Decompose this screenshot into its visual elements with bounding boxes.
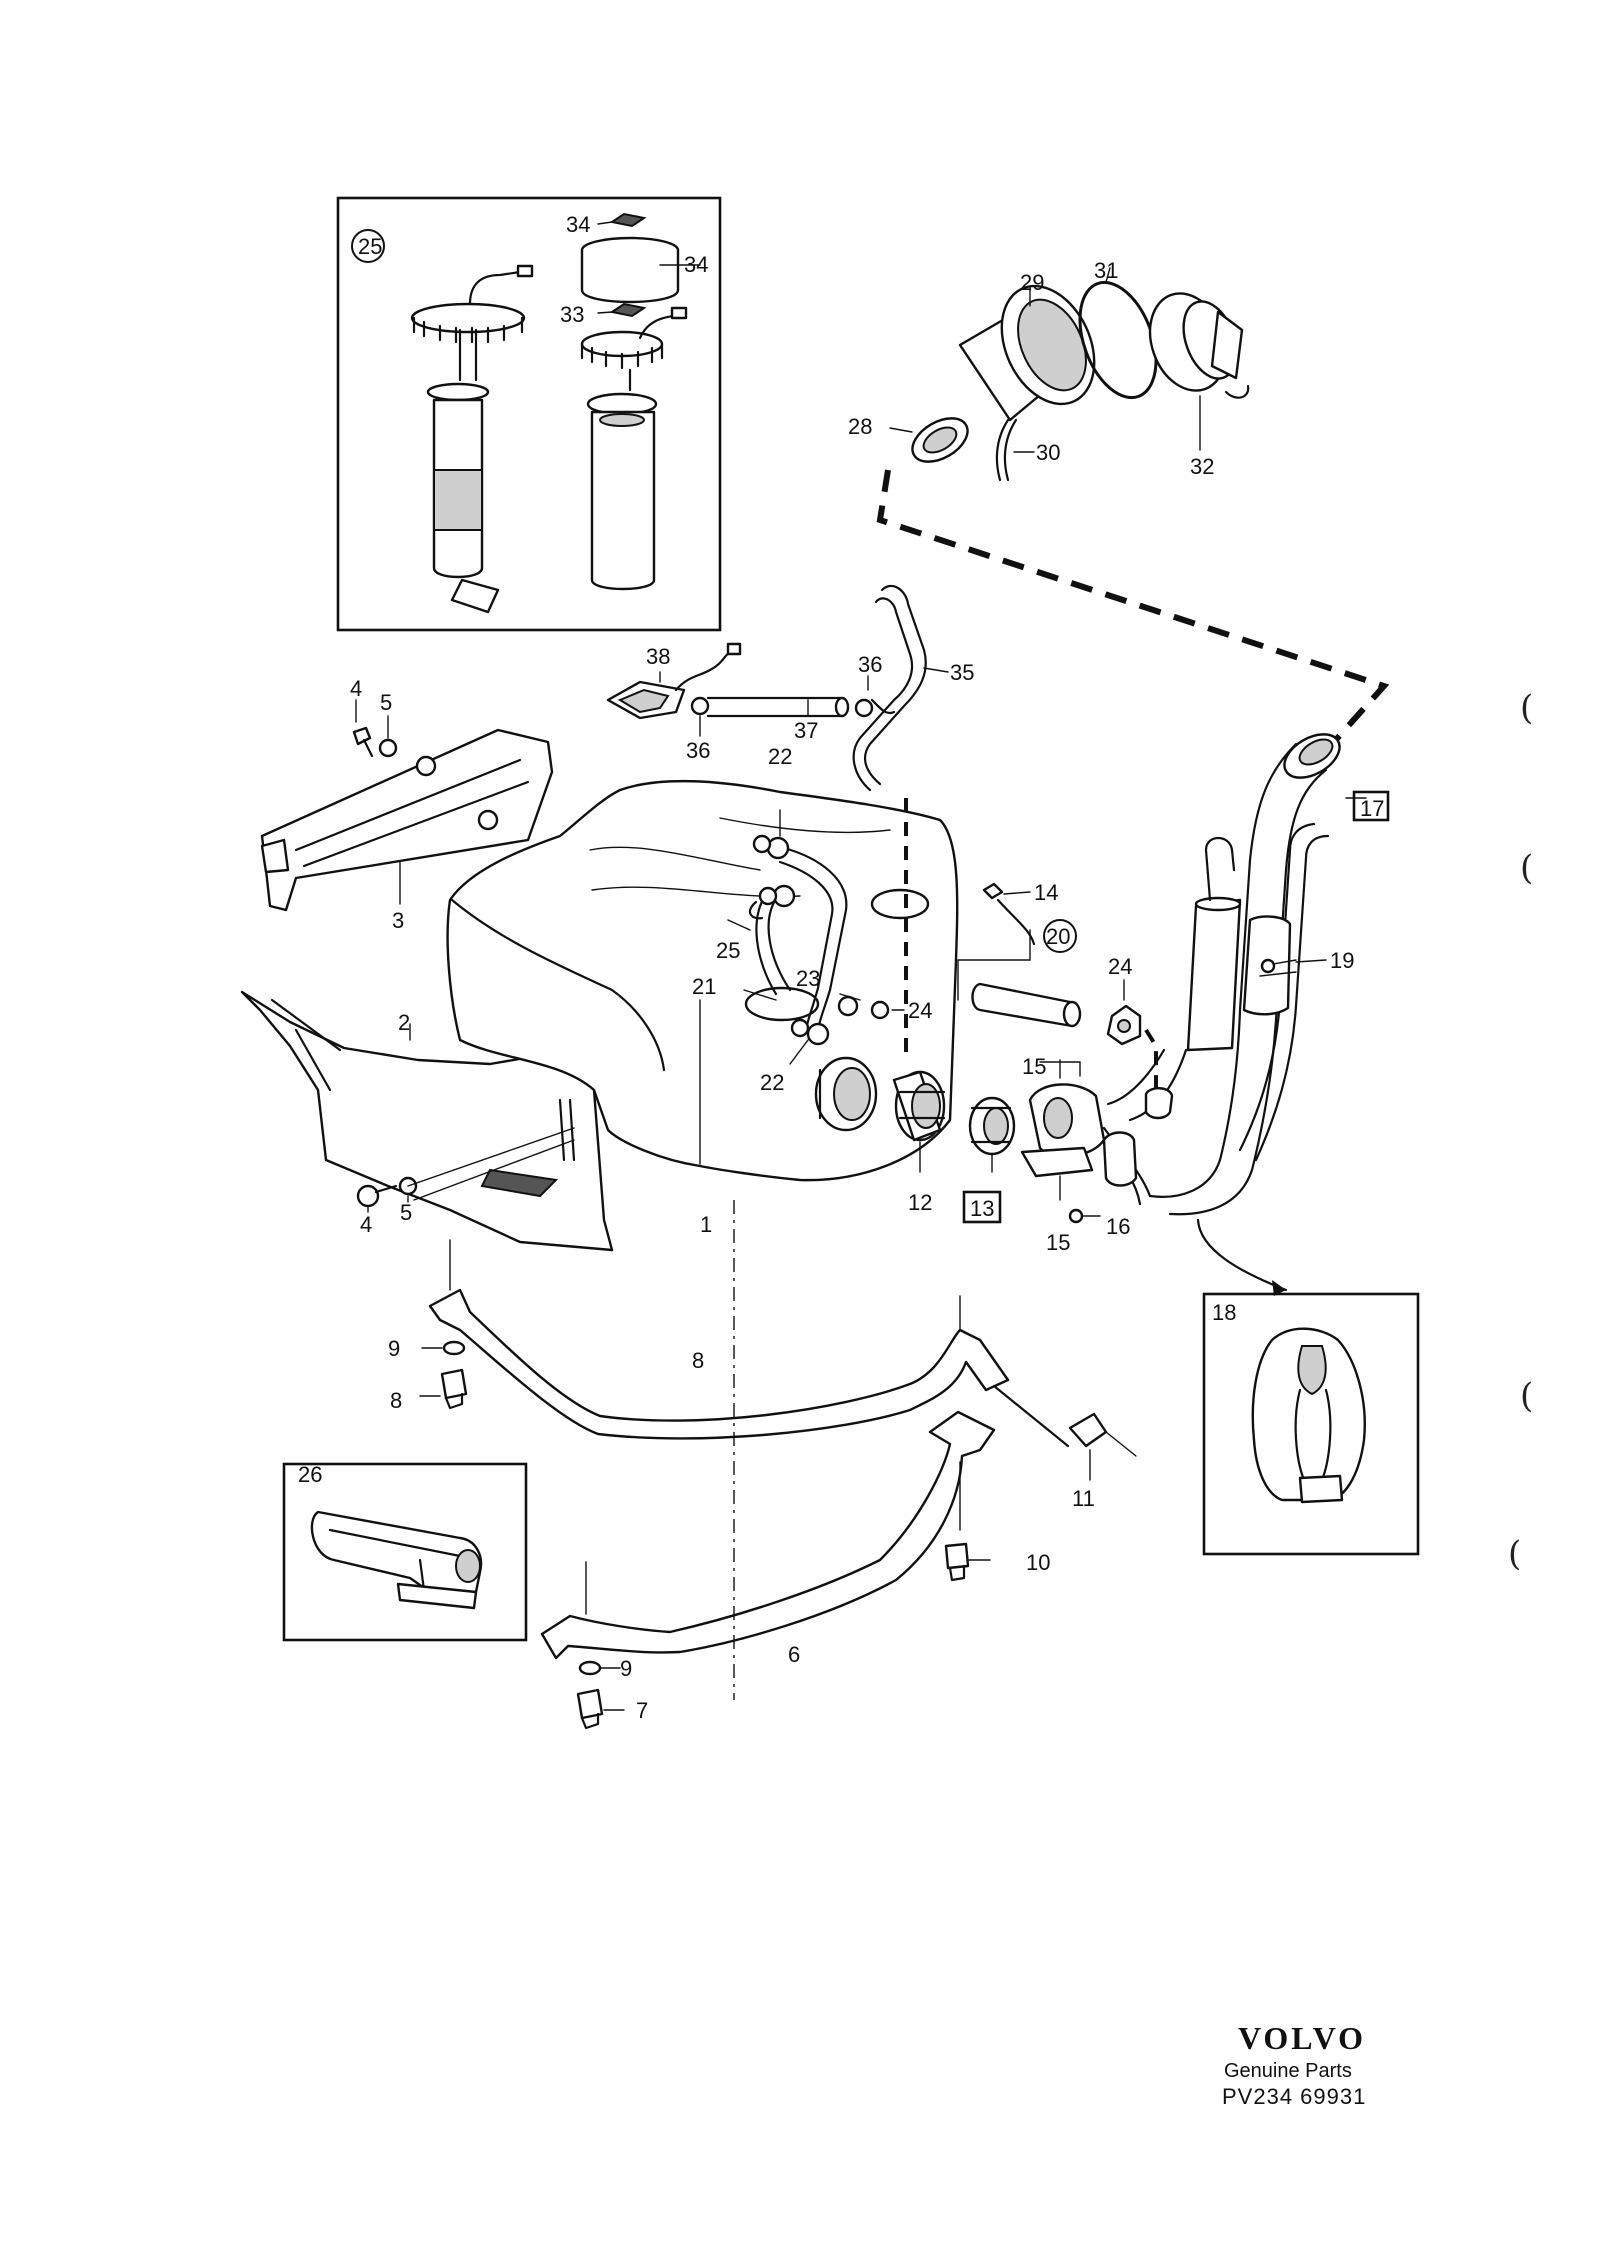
label-16: 16 xyxy=(1106,1214,1130,1239)
label-15a: 15 xyxy=(1022,1054,1046,1079)
margin-mark-1: ( xyxy=(1520,688,1534,728)
label-32: 25 xyxy=(358,234,382,259)
filler-cap-assembly xyxy=(889,267,1250,482)
margin-mark-2: ( xyxy=(1520,848,1534,888)
washer-9-bolt-8-lower xyxy=(576,1660,625,1730)
label-23: 23 xyxy=(796,966,820,991)
callout-box-17 xyxy=(1352,790,1390,822)
sensor-and-hose-37 xyxy=(606,642,896,737)
screw-16 xyxy=(1068,1208,1084,1224)
label-3: 3 xyxy=(392,908,404,933)
label-18: 18 xyxy=(1212,1300,1236,1325)
bolt-10 xyxy=(944,1542,991,1582)
grommets-12-13-15 xyxy=(892,1059,1106,1201)
label-29: 31 xyxy=(1094,258,1118,283)
callout-labels: 25 34 34 33 29 31 28 30 32 38 36 35 37 3… xyxy=(298,212,1384,1723)
reference-number: PV234 69931 xyxy=(1222,2084,1367,2109)
label-5b: 5 xyxy=(400,1200,412,1225)
margin-mark-4: ( xyxy=(1508,1534,1522,1574)
label-5a: 5 xyxy=(380,690,392,715)
vent-hose-35 xyxy=(852,584,949,792)
label-22b: 22 xyxy=(760,1070,784,1095)
label-24b: 24 xyxy=(908,998,932,1023)
filler-neck-17-19 xyxy=(1102,733,1367,1216)
label-17: 17 xyxy=(1360,796,1384,821)
strap-6 xyxy=(540,1410,996,1660)
strap-7 xyxy=(428,1239,1137,1481)
label-4a: 4 xyxy=(350,676,362,701)
label-31: 26 xyxy=(298,1462,322,1487)
label-8a: 8 xyxy=(390,1388,402,1413)
genuine-parts-label: Genuine Parts xyxy=(1224,2060,1352,2082)
margin-mark-3: ( xyxy=(1520,1376,1534,1416)
volvo-logo: VOLVO xyxy=(1237,2020,1367,2056)
bolts-4-5-bottom xyxy=(356,1127,575,1213)
inset-18-clamp xyxy=(1196,1218,1420,1556)
label-35: 35 xyxy=(950,660,974,685)
label-34b: 33 xyxy=(560,302,584,327)
label-38: 38 xyxy=(646,644,670,669)
label-36b: 36 xyxy=(686,738,710,763)
label-22a: 22 xyxy=(768,744,792,769)
label-28: 30 xyxy=(1036,440,1060,465)
callout-box-13 xyxy=(962,1190,1002,1224)
label-1: 1 xyxy=(700,1212,712,1237)
bolts-4-5-top xyxy=(352,699,398,758)
internal-hoses-21-25 xyxy=(727,809,905,1065)
label-8b: 7 xyxy=(636,1698,648,1723)
label-4b: 4 xyxy=(360,1212,372,1237)
assembly-line-cap xyxy=(876,469,1390,765)
label-14: 14 xyxy=(1034,880,1058,905)
label-6: 6 xyxy=(788,1642,800,1667)
heat-shield-3 xyxy=(260,728,554,912)
label-26: 28 xyxy=(848,414,872,439)
label-9a: 9 xyxy=(388,1336,400,1361)
label-36a: 36 xyxy=(858,652,882,677)
label-34a: 34 xyxy=(566,212,590,237)
label-33: 34 xyxy=(684,252,708,277)
washer-9-bolt-8-upper xyxy=(419,1340,468,1410)
label-24a: 24 xyxy=(1108,954,1132,979)
label-2: 2 xyxy=(398,1010,410,1035)
label-9b: 9 xyxy=(620,1656,632,1681)
inset-32-fuel-pump xyxy=(336,196,722,632)
label-20: 20 xyxy=(1046,924,1070,949)
label-10: 10 xyxy=(1026,1550,1050,1575)
fuel-tank-1 xyxy=(446,779,959,1182)
label-21: 21 xyxy=(692,974,716,999)
label-27: 29 xyxy=(1020,270,1044,295)
screw-14 xyxy=(982,882,1036,946)
label-37: 37 xyxy=(794,718,818,743)
label-11: 11 xyxy=(1072,1486,1095,1511)
label-19: 19 xyxy=(1330,948,1354,973)
label-15b: 15 xyxy=(1046,1230,1070,1255)
heat-shield-2 xyxy=(240,990,614,1252)
label-7: 8 xyxy=(692,1348,704,1373)
label-30: 32 xyxy=(1190,454,1214,479)
hose-20 xyxy=(957,919,1158,1090)
label-13: 13 xyxy=(970,1196,994,1221)
label-25: 25 xyxy=(716,938,740,963)
inset-31-bracket xyxy=(282,1462,528,1642)
label-12: 12 xyxy=(908,1190,932,1215)
